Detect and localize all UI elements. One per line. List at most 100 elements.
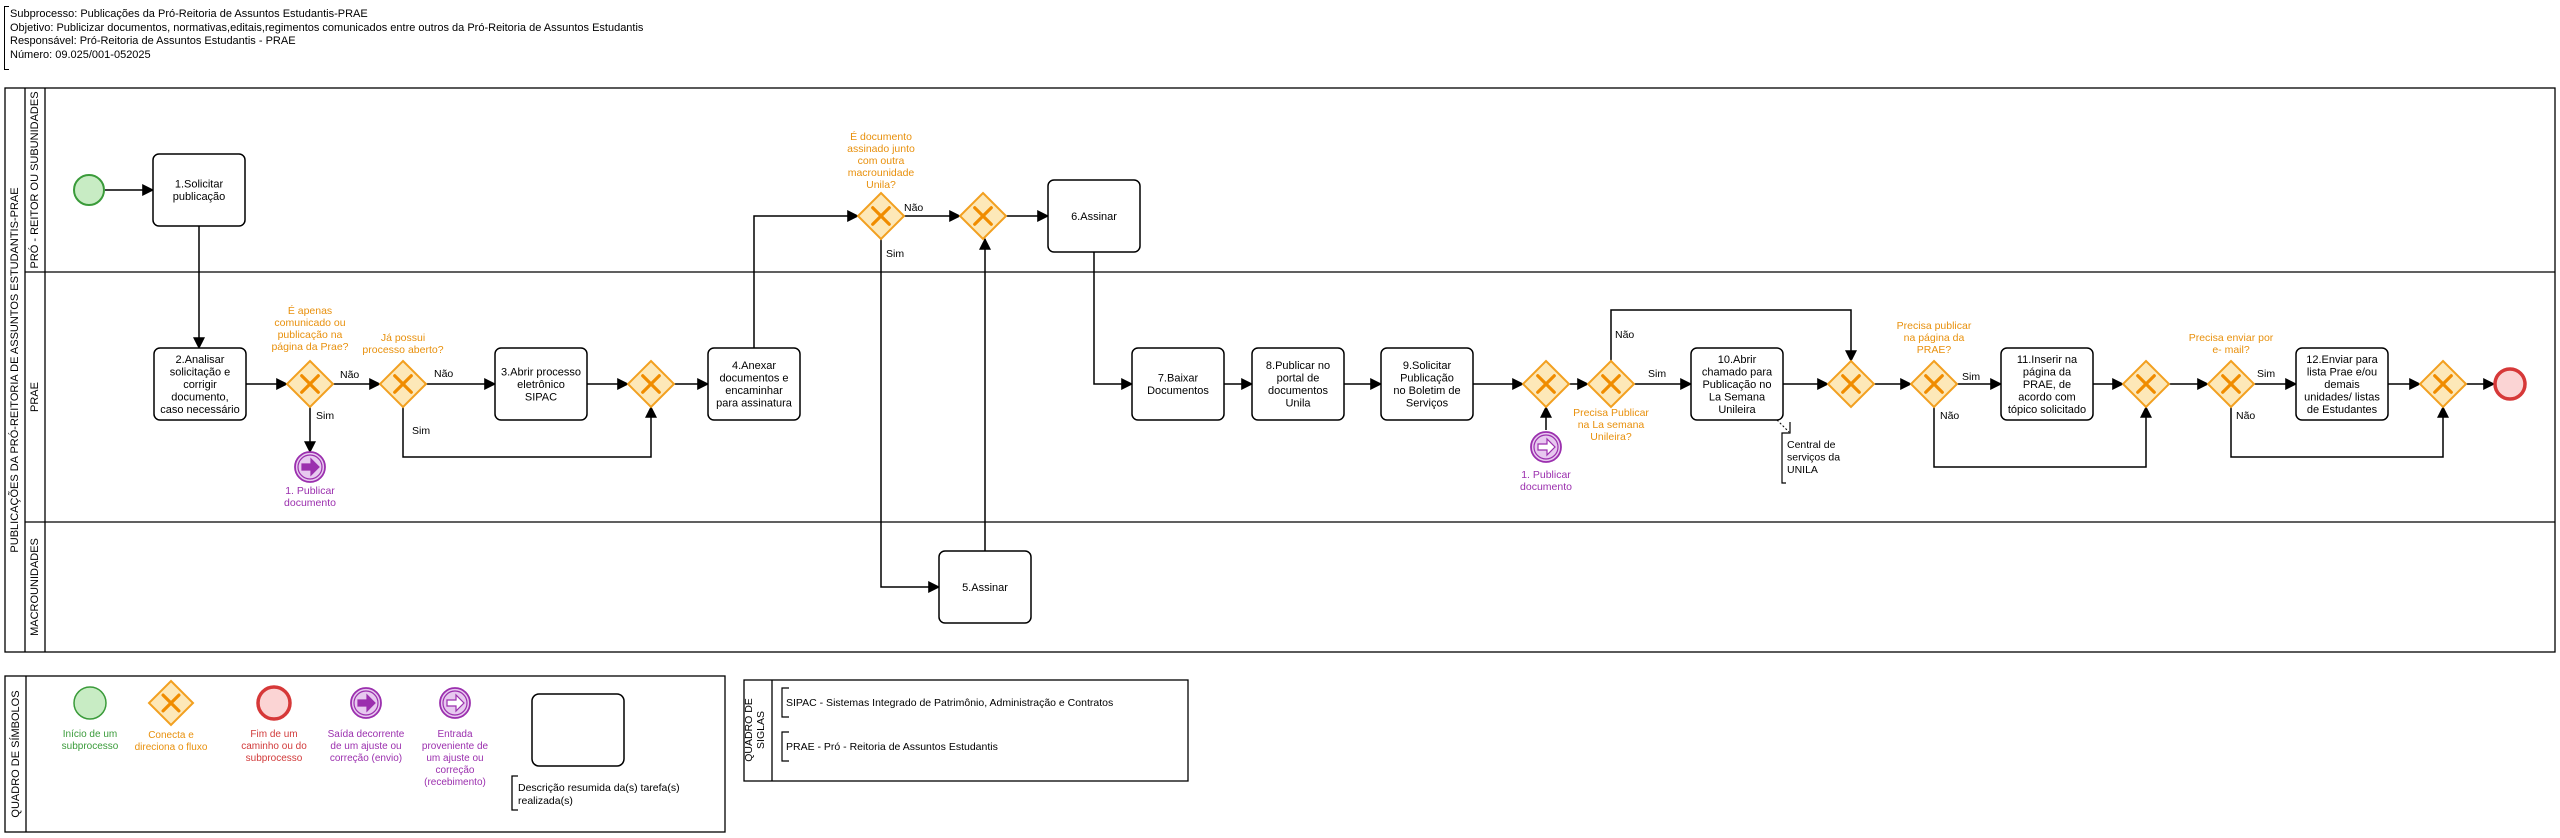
- legend-end-icon: [256, 685, 292, 721]
- label-sim-g2: Sim: [412, 425, 430, 437]
- task-t8: [1251, 347, 1345, 421]
- task-t3: [494, 347, 588, 421]
- acronyms-table: QUADRO DESIGLAS SIPAC - Sistemas Integrad…: [743, 679, 1189, 782]
- label-nao-g1: Não: [340, 369, 359, 381]
- label-sim-g1: Sim: [316, 410, 334, 422]
- gateway-g6-x-mark: [1536, 374, 1556, 394]
- gateway-g10-x-mark: [2136, 374, 2156, 394]
- sigla-sipac: SIPAC - Sistemas Integrado de Patrimônio…: [786, 697, 1113, 709]
- task-label-t6: 6.Assinar: [1071, 211, 1117, 223]
- link-event-in-icon-inner: [1533, 434, 1559, 460]
- sequence-flows: [105, 184, 2496, 593]
- flow-t4-g4: [753, 210, 860, 348]
- gateway-g5: [958, 191, 1008, 241]
- link-event-in-icon: [1530, 431, 1562, 463]
- label-sim-g9: Sim: [1962, 371, 1980, 383]
- header-subprocess: Subprocesso: Publicações da Pró-Reitoria…: [10, 8, 368, 20]
- label-nao-g11: Não: [2236, 410, 2255, 422]
- gateway-g9-x-mark: [1924, 374, 1944, 394]
- start-event: [73, 174, 105, 206]
- siglas-border: [743, 679, 1189, 782]
- header-responsible: Responsável: Pró-Reitoria de Assuntos Es…: [10, 35, 296, 47]
- task-t5: [938, 550, 1032, 624]
- annotation-association: [1776, 419, 1790, 433]
- gateway-g2-x-mark: [393, 374, 413, 394]
- header-bracket: [4, 6, 9, 70]
- task-t6: [1047, 179, 1141, 253]
- legend-link-in-icon-inner: [442, 690, 468, 716]
- legend-title: QUADRO DE SÍMBOLOS: [9, 690, 22, 817]
- link-event-out-icon: [294, 451, 326, 483]
- gateway-g3-x-mark: [641, 374, 661, 394]
- flow-g7-g8: [1610, 309, 1857, 363]
- link-event-out-icon-inner: [297, 454, 323, 480]
- label-nao-g2: Não: [434, 368, 453, 380]
- end-event: [2493, 367, 2527, 401]
- label-nao-g7: Não: [1615, 329, 1634, 341]
- gateway-g1-x-mark: [300, 374, 320, 394]
- legend-border: [4, 675, 726, 833]
- process-header: Subprocesso: Publicações da Pró-Reitoria…: [10, 8, 643, 62]
- pool-label: PUBLICAÇÕES DA PRÓ-REITORIA DE ASSUNTOS …: [8, 187, 21, 552]
- siglas-title: QUADRO DESIGLAS: [743, 698, 767, 762]
- task-t10: [1690, 347, 1784, 421]
- gateway-g9: [1909, 359, 1959, 409]
- gateway-g3: [626, 359, 676, 409]
- legend-link-in-icon-arrow: [446, 693, 465, 713]
- flow-g4-t5: [880, 239, 941, 593]
- link-event-in-icon-arrow: [1537, 437, 1556, 457]
- lane-label-reitor: PRÓ - REITOR OU SUBUNIDADES: [28, 91, 41, 268]
- legend-gateway-icon: [147, 679, 195, 727]
- gateway-g2: [378, 359, 428, 409]
- legend-start-icon: [73, 686, 107, 720]
- siglas-bracket-2: [781, 731, 789, 762]
- legend-gateway-icon-x-mark: [161, 693, 181, 713]
- legend-task-icon: [531, 693, 625, 767]
- gateway-g8-x-mark: [1841, 374, 1861, 394]
- legend-annotation-bracket: [511, 775, 518, 811]
- task-t11: [2000, 347, 2094, 421]
- task-label-t5: 5.Assinar: [962, 582, 1008, 594]
- link-event-out-icon-arrow: [301, 457, 320, 477]
- label-nao-g4: Não: [904, 202, 923, 214]
- gateway-g12-x-mark: [2433, 374, 2453, 394]
- label-sim-g4: Sim: [886, 248, 904, 260]
- siglas-bracket-1: [781, 687, 789, 718]
- pool: PUBLICAÇÕES DA PRÓ-REITORIA DE ASSUNTOS …: [4, 87, 2556, 653]
- task-t1: [152, 153, 246, 227]
- header-number: Número: 09.025/001-052025: [10, 48, 151, 61]
- header-objective: Objetivo: Publicizar documentos, normati…: [10, 21, 644, 34]
- flow-g9-g10: [1933, 405, 2152, 468]
- gateway-g8: [1826, 359, 1876, 409]
- lane-label-prae: PRAE: [29, 382, 41, 412]
- gateway-g6: [1521, 359, 1571, 409]
- sigla-prae: PRAE - Pró - Reitoria de Assuntos Estuda…: [786, 741, 998, 753]
- legend-link-out-icon-inner: [353, 690, 379, 716]
- gateway-g7-x-mark: [1601, 374, 1621, 394]
- gateway-g11: [2206, 359, 2256, 409]
- gateway-g4: [856, 191, 906, 241]
- gateway-g12: [2418, 359, 2468, 409]
